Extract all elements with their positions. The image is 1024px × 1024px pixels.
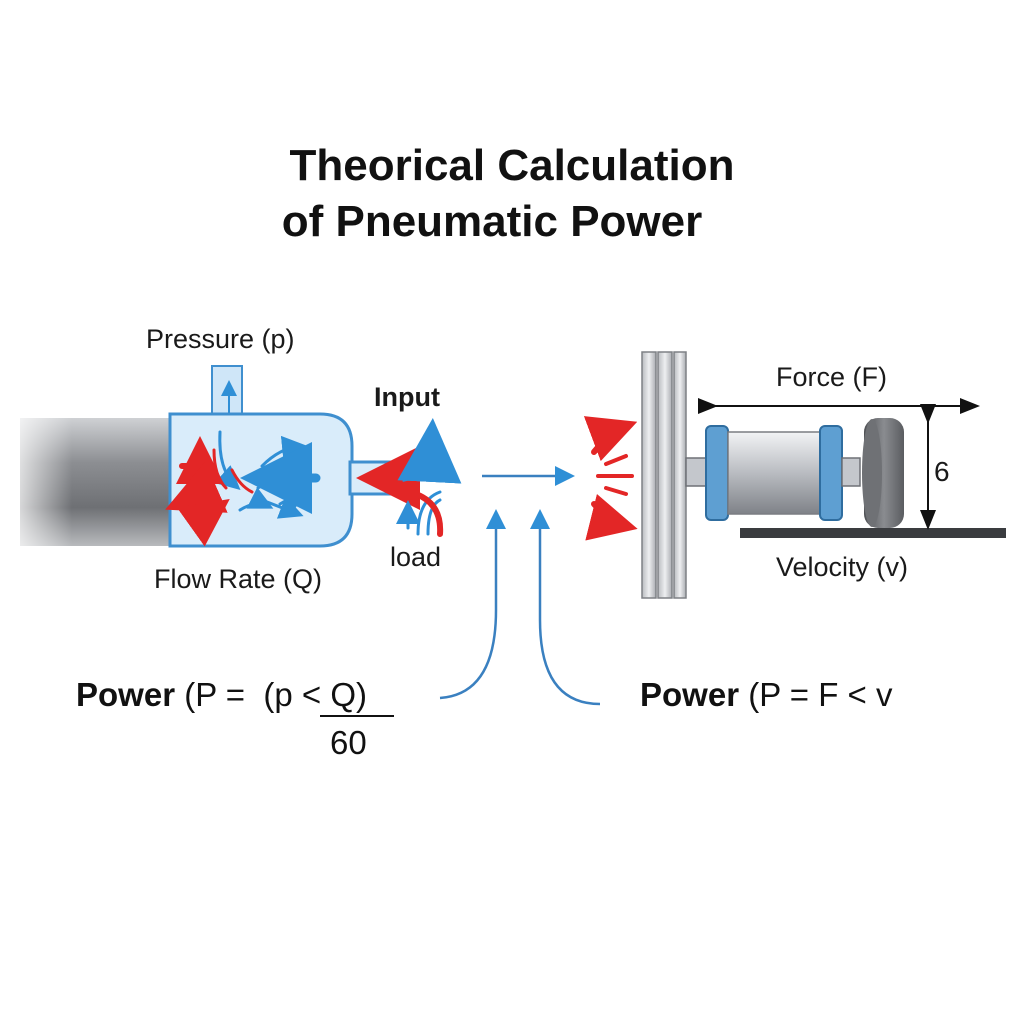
ground-surface (740, 528, 1006, 538)
load-wheel (862, 418, 904, 528)
load-label: load (390, 542, 442, 572)
actuator-cylinder (685, 425, 861, 521)
title-line-1: Theorical Calculation (289, 141, 735, 190)
formula-denominator: 60 (330, 724, 367, 761)
velocity-label: Velocity (v) (776, 552, 909, 582)
input-label: Input (374, 382, 440, 412)
pneumatic-power-formula: Power (P = (p < Q) (76, 678, 367, 711)
height-value-label: 6 (934, 456, 950, 487)
formula-right-expr: (P = F < v (739, 676, 893, 713)
formula-left-expr: (P = (p < Q) (175, 676, 368, 713)
pressure-plate (641, 351, 687, 599)
impact-arrows (583, 416, 638, 541)
cylinder-flow-arrows (165, 430, 321, 547)
pressure-label: Pressure (p) (146, 324, 295, 354)
transfer-arrows (439, 466, 601, 706)
formula-left-prefix: Power (76, 676, 176, 713)
flow-rate-label: Flow Rate (Q) (154, 564, 323, 594)
input-arrow (397, 418, 462, 484)
force-label: Force (F) (776, 362, 887, 392)
title-line-2: of Pneumatic Power (281, 197, 703, 246)
mechanical-power-formula: Power (P = F < v (640, 678, 893, 711)
load-arrows (396, 490, 444, 537)
formula-right-prefix: Power (640, 676, 740, 713)
